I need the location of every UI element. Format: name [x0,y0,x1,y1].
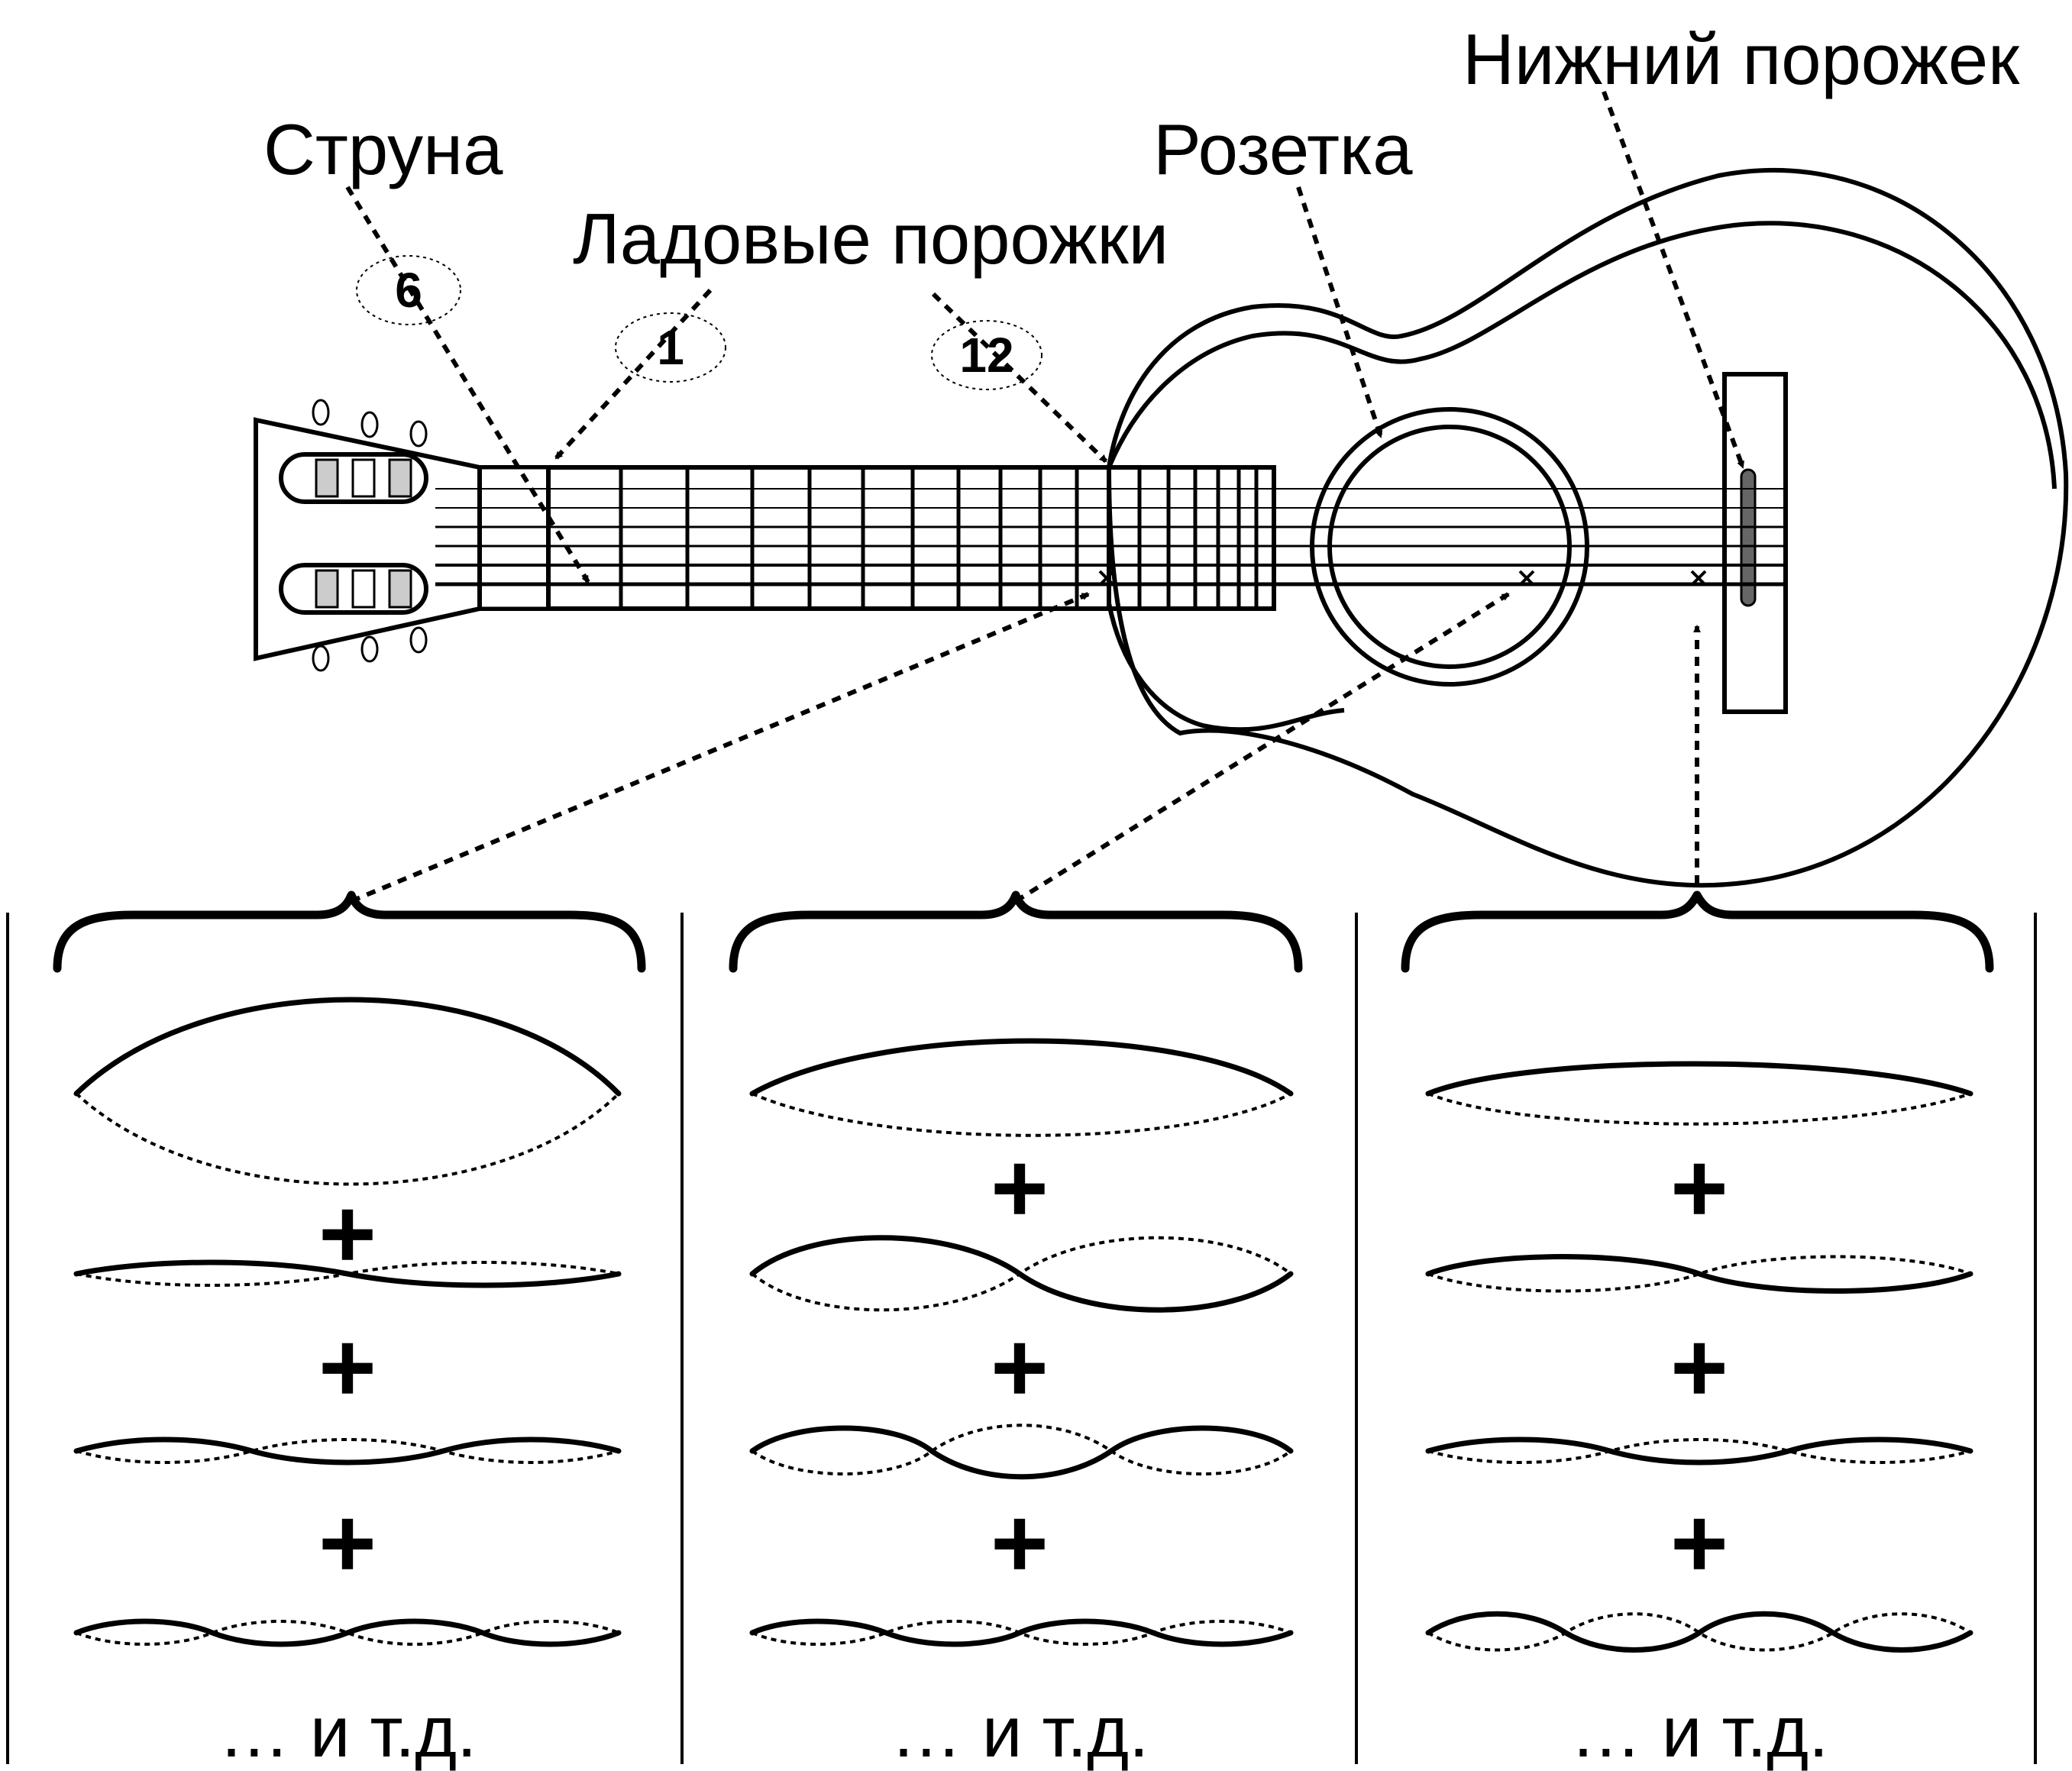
label-frets: Ладовые порожки [573,199,1169,279]
plus-sign: + [991,1487,1049,1598]
brace [53,890,646,973]
saddle [1740,468,1757,607]
plus-sign: + [1670,1487,1728,1598]
etc-label: … и т.д. [218,1692,477,1771]
mode-2-dashed [751,1236,1292,1312]
plus-sign: + [1670,1132,1728,1243]
label-string: Струна [263,109,503,189]
marker-fret-1: 1 [657,320,684,375]
label-saddle: Нижний порожек [1463,19,2020,99]
mode-2-dashed [76,1261,619,1287]
mode-1-dashed [75,1092,620,1186]
mode-1-solid [73,997,622,1097]
arrow-string [345,186,590,583]
headstock-slot-bottom [279,563,428,615]
pluck-point-markers [1098,570,1707,587]
plus-sign: + [991,1311,1049,1423]
plus-sign: + [991,1132,1049,1243]
guitar-lower-bout [1107,603,1345,732]
arrow-saddle [1602,90,1745,469]
brace [1401,890,1994,973]
bridge [1722,372,1788,714]
mode-4-solid [749,1618,1294,1647]
etc-label: … и т.д. [1570,1692,1828,1771]
panel-pluck-near-saddle: + + + … и т.д. [1401,890,1994,1771]
headstock [254,417,482,661]
arrow-pluck-2 [1014,592,1510,903]
mode-1-solid [749,1038,1294,1097]
guitar [254,167,2069,888]
guitar-body-inner-outline [1107,221,2057,490]
mode-3-solid [1425,1437,1973,1466]
bubble-fret-12 [931,320,1042,390]
arrow-fret-12 [931,292,1108,464]
mode-4-solid [1425,1611,1973,1653]
mode-1-dashed [752,1092,1291,1137]
marker-fret-12: 12 [959,328,1013,383]
headstock-slot-top [279,452,428,504]
mode-3-solid [73,1437,622,1466]
brace [729,890,1303,973]
mode-1-dashed [1427,1092,1971,1126]
mode-3-solid [749,1425,1294,1480]
bubble-fret-1 [615,312,726,383]
panel-pluck-12th-fret: + + + … и т.д. [53,890,646,1771]
tuner-rollers [315,458,412,609]
plus-sign: + [318,1487,377,1598]
arrow-rosette [1296,186,1383,438]
mode-3-dashed [1427,1438,1971,1464]
plus-sign: + [318,1311,377,1423]
leader-arrows [345,90,1745,903]
mode-4-dashed [1427,1612,1972,1652]
mode-2-dashed [1427,1255,1971,1293]
mode-1-solid [1425,1061,1973,1097]
arrow-pluck-1 [350,592,1090,903]
label-rosette: Розетка [1153,109,1413,189]
plus-sign: + [1670,1311,1728,1423]
mode-3-dashed [76,1438,619,1464]
panel-pluck-sound-hole: + + + … и т.д. [729,890,1303,1771]
etc-label: … и т.д. [891,1692,1149,1771]
arrow-fret-1 [554,288,713,461]
mode-4-dashed [752,1620,1291,1646]
tuner-pegs [312,399,428,672]
mode-4-solid [73,1618,622,1647]
mode-3-dashed [751,1424,1292,1475]
mode-2-solid [1425,1254,1973,1294]
